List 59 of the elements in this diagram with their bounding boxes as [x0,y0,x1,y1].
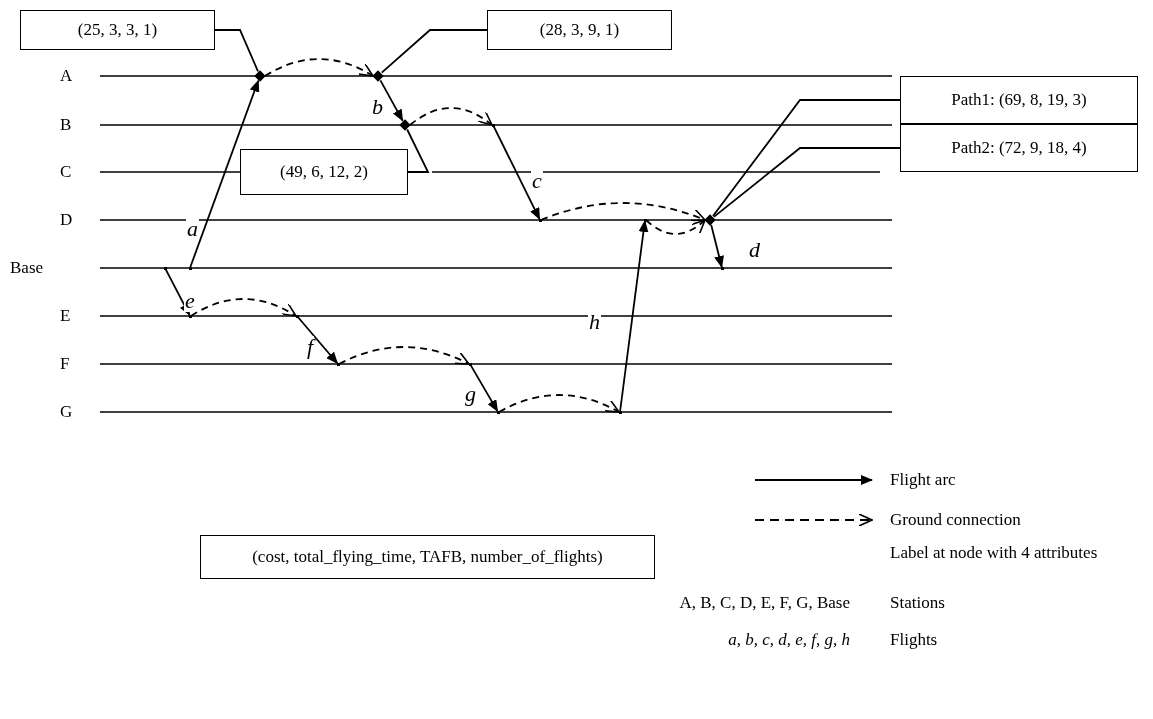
flights-sample-text: a, b, c, d, e, f, g, h [728,629,850,651]
ground-connection-arrow [338,346,470,365]
flight-arrow [492,125,541,220]
leader-line [406,128,430,173]
node-point [163,266,167,270]
ground-connection-arrow [645,219,706,235]
node-point [188,314,192,318]
sample-label-text: (cost, total_flying_time, TAFB, number_of_flights) [252,547,603,567]
node-label-box [240,149,408,195]
node-point [720,266,724,270]
node-label: (49, 6, 12, 2) [280,162,368,182]
ground-connection-arrow [409,107,493,126]
station-label: G [60,402,73,422]
node-label: Path1: (69, 8, 19, 3) [951,90,1087,110]
flight-arrow [296,315,339,365]
ground-connection-arrow [540,202,706,222]
node-point [188,266,192,270]
node-label-box [900,124,1138,172]
node-point [336,362,340,366]
node-label: (25, 3, 3, 1) [77,20,158,40]
legend-text: Label at node with 4 attributes [890,542,1099,564]
station-label: F [60,354,70,374]
station-label: A [60,66,73,86]
node-point [538,218,542,222]
node-label: Path2: (72, 9, 18, 4) [951,138,1087,158]
node-point [468,362,472,366]
ground-connection-arrow [498,394,620,413]
leader-line [712,99,901,217]
leader-line [380,29,488,74]
node-point [643,218,647,222]
station-label: E [60,306,71,326]
flight-arrow [164,268,191,316]
ground-connection-arrow [264,58,374,77]
node-point [491,123,495,127]
node-label-box [900,76,1138,124]
leader-line [713,147,901,218]
node-point [618,410,622,414]
stations-sample-text: A, B, C, D, E, F, G, Base [679,592,850,614]
legend-text: Flights [890,629,939,651]
edge-label: f [306,336,315,358]
station-label: B [60,115,72,135]
legend-text: Stations [890,592,946,614]
node-label-box [487,10,672,50]
flight-arrow [710,223,724,268]
station-label: C [60,162,72,182]
flight-arrow [379,79,404,122]
legend-text: Flight arc [890,469,957,491]
flight-arrow [619,220,649,412]
leader-line [214,29,259,73]
legend-text: Ground connection [890,509,1022,531]
flight-arrow [469,363,499,413]
node-label-box [20,10,215,50]
node-point [496,410,500,414]
node-point [295,314,299,318]
flight-arrow [189,79,260,268]
node-label: (28, 3, 9, 1) [539,20,620,40]
ground-connection-arrow [190,298,297,317]
station-label: Base [10,258,44,278]
station-label: D [60,210,73,230]
